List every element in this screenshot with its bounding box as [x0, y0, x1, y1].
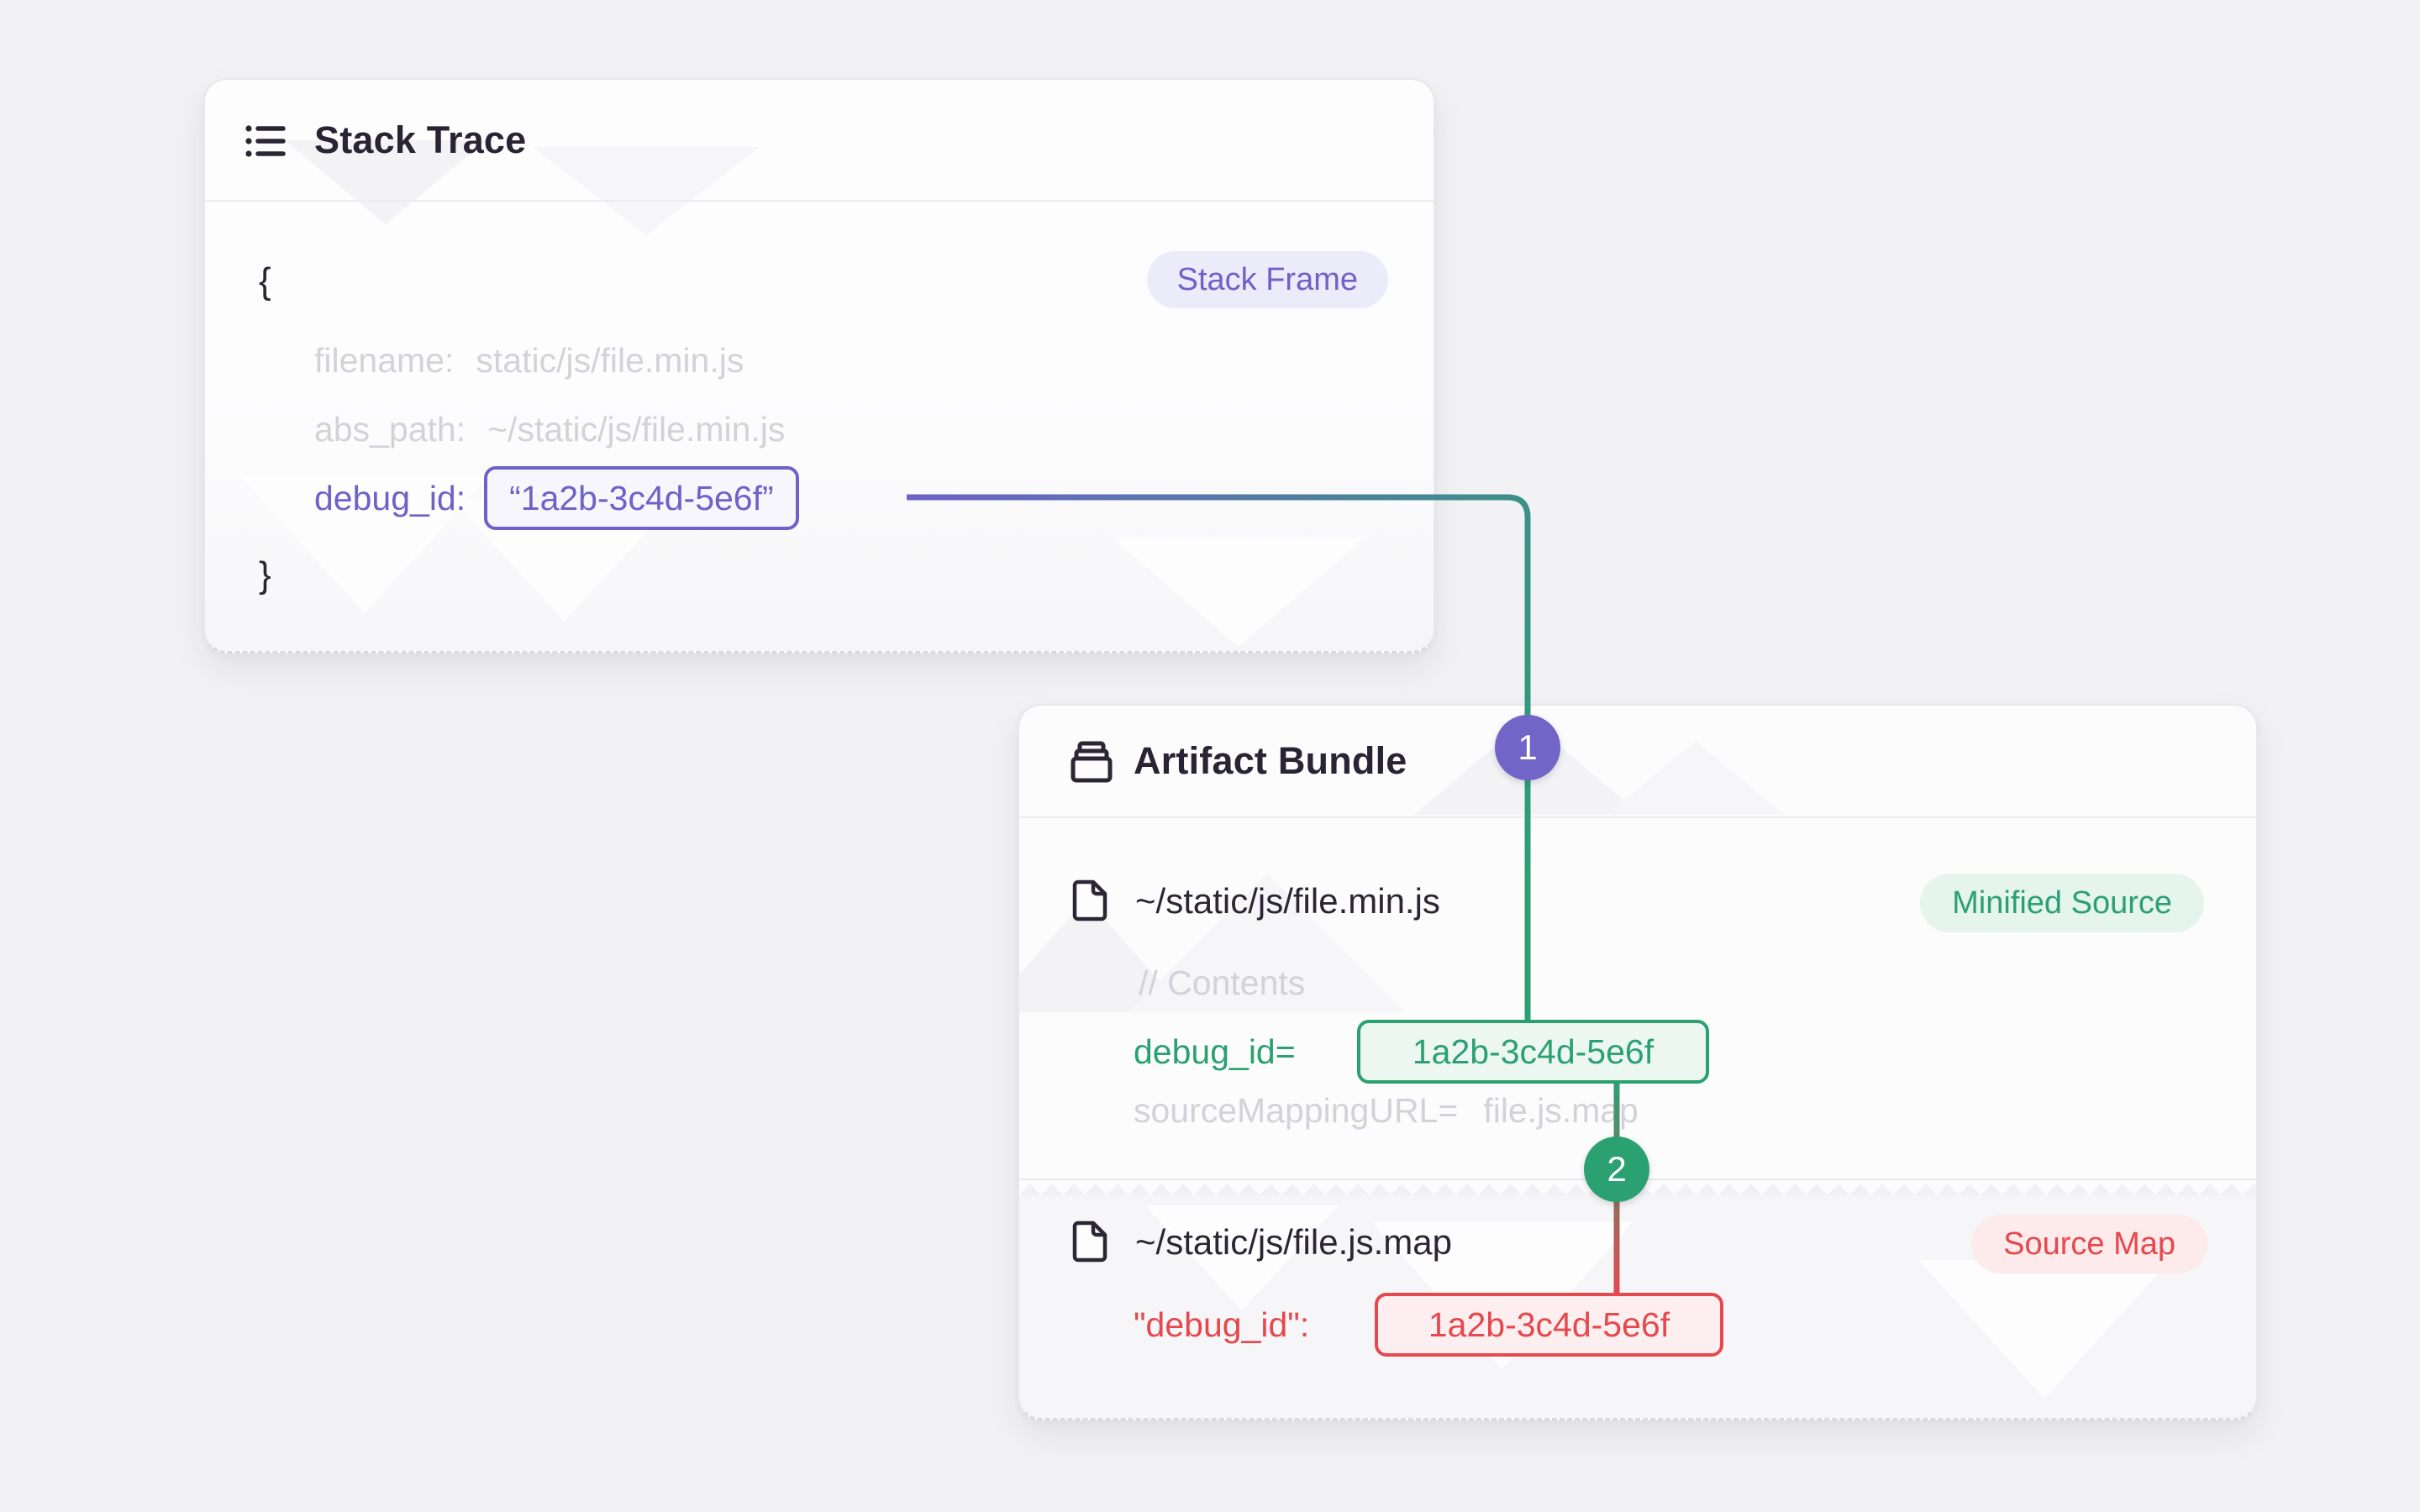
file-icon [1072, 1221, 1107, 1263]
contents-comment-line: // Contents [1139, 963, 1306, 1002]
bundle-debug-id-value-box: 1a2b-3c4d-5e6f [1357, 1020, 1709, 1084]
step-2-marker: 2 [1584, 1137, 1649, 1202]
sourcemap-debug-id-label: "debug_id": [1134, 1305, 1310, 1344]
step-1-marker: 1 [1495, 715, 1560, 780]
abs-path-label: abs_path: [314, 409, 466, 449]
source-mapping-url-line: sourceMappingURL= file.js.map [1134, 1087, 1639, 1134]
archive-icon [1071, 741, 1113, 783]
abs-path-value: ~/static/js/file.min.js [487, 409, 786, 449]
source-map-badge: Source Map [1971, 1215, 2207, 1273]
minified-file-path: ~/static/js/file.min.js [1135, 881, 1440, 921]
artifact-bundle-header: Artifact Bundle [1019, 706, 2256, 818]
stack-trace-header: Stack Trace [205, 80, 1434, 202]
debug-id-value-box: “1a2b-3c4d-5e6f” [484, 466, 799, 530]
artifact-bundle-title: Artifact Bundle [1134, 739, 1407, 782]
stack-trace-title: Stack Trace [314, 118, 527, 161]
stack-trace-card: Stack Trace { Stack Frame filename: stat… [203, 78, 1435, 654]
filename-label: filename: [314, 340, 455, 380]
mountain-watermark [1113, 538, 1365, 647]
stack-frame-badge: Stack Frame [1146, 251, 1388, 308]
file-icon [1072, 879, 1107, 921]
abs-path-line: abs_path: ~/static/js/file.min.js [314, 405, 785, 454]
filename-line: filename: static/js/file.min.js [314, 336, 744, 385]
close-brace: } [259, 554, 271, 596]
source-mapping-url-value: file.js.map [1483, 1090, 1639, 1130]
list-icon [245, 125, 286, 157]
filename-value: static/js/file.min.js [476, 340, 744, 380]
debug-id-label: debug_id: [314, 478, 466, 517]
open-brace: { [259, 260, 271, 302]
sourcemap-file-path: ~/static/js/file.js.map [1135, 1222, 1452, 1262]
debug-id-line: debug_id: “1a2b-3c4d-5e6f” [314, 466, 799, 530]
minified-source-badge: Minified Source [1920, 874, 2204, 932]
artifact-bundle-card: Artifact Bundle ~/static/js/file.min.js … [1018, 704, 2258, 1420]
sourcemap-debug-id-value-box: 1a2b-3c4d-5e6f [1375, 1293, 1723, 1357]
source-mapping-url-label: sourceMappingURL= [1134, 1090, 1459, 1130]
bundle-debug-id-label: debug_id= [1134, 1032, 1296, 1071]
